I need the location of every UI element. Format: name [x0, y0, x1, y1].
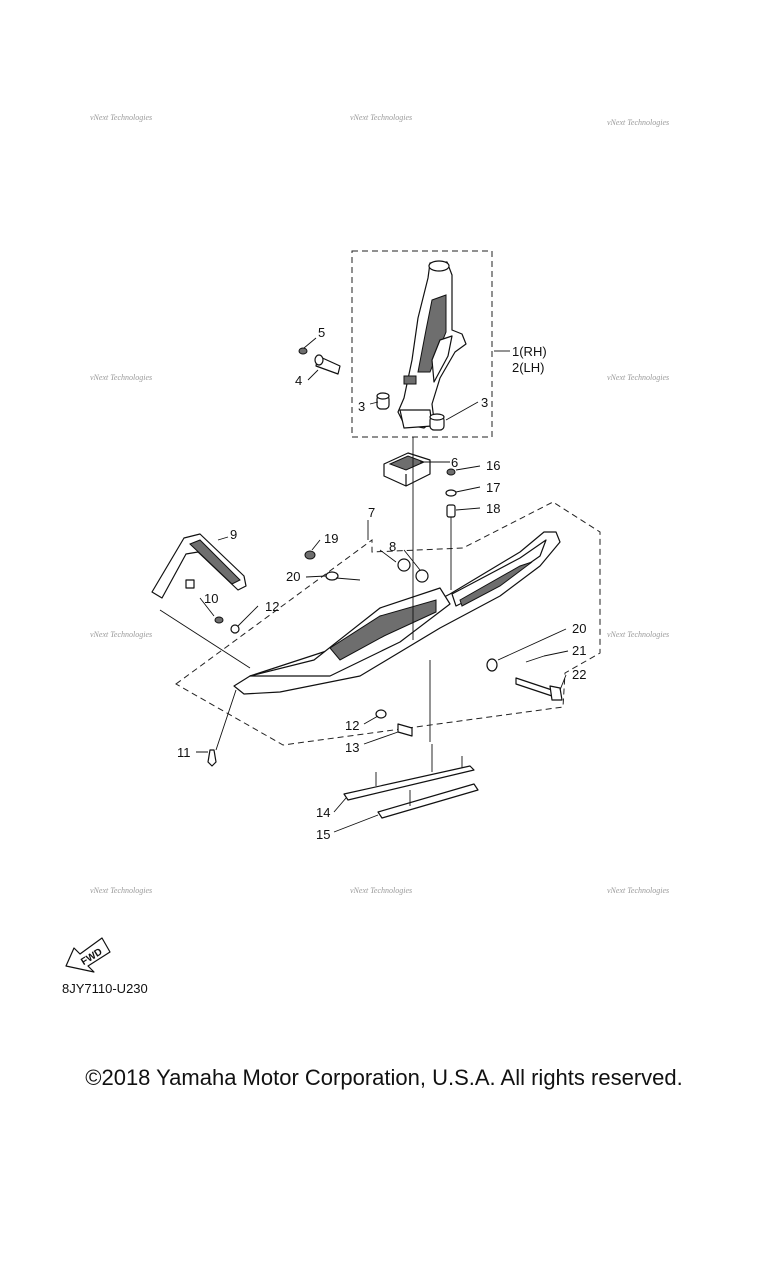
- wear-bar: [343, 744, 475, 801]
- watermark: vNext Technologies: [350, 113, 412, 122]
- callout-9: 9: [230, 527, 237, 542]
- ski-spindle: [397, 260, 467, 429]
- watermark-text: vNext Technologies: [350, 113, 412, 122]
- callout-11: 11: [177, 745, 191, 760]
- nut: [214, 616, 224, 624]
- bushing: [397, 558, 411, 572]
- handle-nut: [185, 579, 195, 589]
- watermark: vNext Technologies: [607, 630, 669, 639]
- callout-20: 20: [572, 621, 586, 636]
- callout-15: 15: [316, 827, 330, 842]
- bolt: [207, 749, 217, 767]
- callout-16: 16: [486, 458, 500, 473]
- wear-bar: [377, 783, 479, 819]
- watermark-text: vNext Technologies: [350, 886, 412, 895]
- washer: [230, 624, 240, 634]
- watermark-text: vNext Technologies: [607, 630, 669, 639]
- nut: [304, 550, 316, 560]
- callout-22: 22: [572, 667, 586, 682]
- nut: [446, 468, 456, 476]
- ski-group-box: [175, 501, 601, 746]
- watermark: vNext Technologies: [90, 630, 152, 639]
- watermark-text: vNext Technologies: [607, 373, 669, 382]
- callout-3: 3: [358, 399, 365, 414]
- callout-7: 7: [368, 505, 375, 520]
- leader-lines: [159, 337, 569, 833]
- callout-19: 19: [324, 531, 338, 546]
- watermark-text: vNext Technologies: [90, 113, 152, 122]
- watermark: vNext Technologies: [607, 118, 669, 127]
- washer: [486, 658, 498, 672]
- forward-arrow-icon: FWD: [65, 937, 111, 973]
- copyright-notice: ©2018 Yamaha Motor Corporation, U.S.A. A…: [85, 1065, 683, 1090]
- ski-mount-bolt: [515, 677, 563, 701]
- washer: [325, 571, 339, 581]
- callout-2: 2(LH): [512, 360, 545, 375]
- watermark-text: vNext Technologies: [90, 886, 152, 895]
- watermark: vNext Technologies: [350, 886, 412, 895]
- callout-18: 18: [486, 501, 500, 516]
- watermark-text: vNext Technologies: [607, 118, 669, 127]
- callout-8: 8: [389, 539, 396, 554]
- watermark: vNext Technologies: [607, 886, 669, 895]
- watermark: vNext Technologies: [90, 373, 152, 382]
- bolt: [397, 723, 413, 737]
- watermark: vNext Technologies: [90, 113, 152, 122]
- callout-12: 12: [265, 599, 279, 614]
- watermark: vNext Technologies: [607, 373, 669, 382]
- washer: [445, 489, 457, 497]
- ski-handle: [151, 533, 247, 599]
- washer: [375, 709, 387, 719]
- watermark-text: vNext Technologies: [90, 630, 152, 639]
- collar: [314, 354, 341, 375]
- bushing: [415, 569, 429, 583]
- callout-20: 20: [286, 569, 300, 584]
- cotter-pin: [525, 655, 545, 663]
- callout-4: 4: [295, 373, 302, 388]
- callout-13: 13: [345, 740, 359, 755]
- bushing: [429, 413, 445, 431]
- ski: [233, 531, 561, 695]
- spindle-group-box: [351, 250, 493, 438]
- callout-14: 14: [316, 805, 330, 820]
- sleeve: [446, 504, 456, 518]
- figure-code: 8JY7110-U230: [62, 981, 148, 996]
- callouts: 1(RH) 2(LH) 3 3 4 5 6 7 8 9 10 11 12 12 …: [177, 325, 586, 842]
- callout-10: 10: [204, 591, 218, 606]
- callout-6: 6: [451, 455, 458, 470]
- callout-1: 1(RH): [512, 344, 547, 359]
- callout-17: 17: [486, 480, 500, 495]
- watermark-text: vNext Technologies: [90, 373, 152, 382]
- damper-block: [383, 452, 431, 487]
- callout-5: 5: [318, 325, 325, 340]
- bolt: [298, 347, 308, 355]
- watermarks: vNext Technologies vNext Technologies vN…: [90, 113, 669, 895]
- watermark-text: vNext Technologies: [607, 886, 669, 895]
- callout-12: 12: [345, 718, 359, 733]
- callout-3: 3: [481, 395, 488, 410]
- bushing: [376, 392, 390, 410]
- callout-21: 21: [572, 643, 586, 658]
- watermark: vNext Technologies: [90, 886, 152, 895]
